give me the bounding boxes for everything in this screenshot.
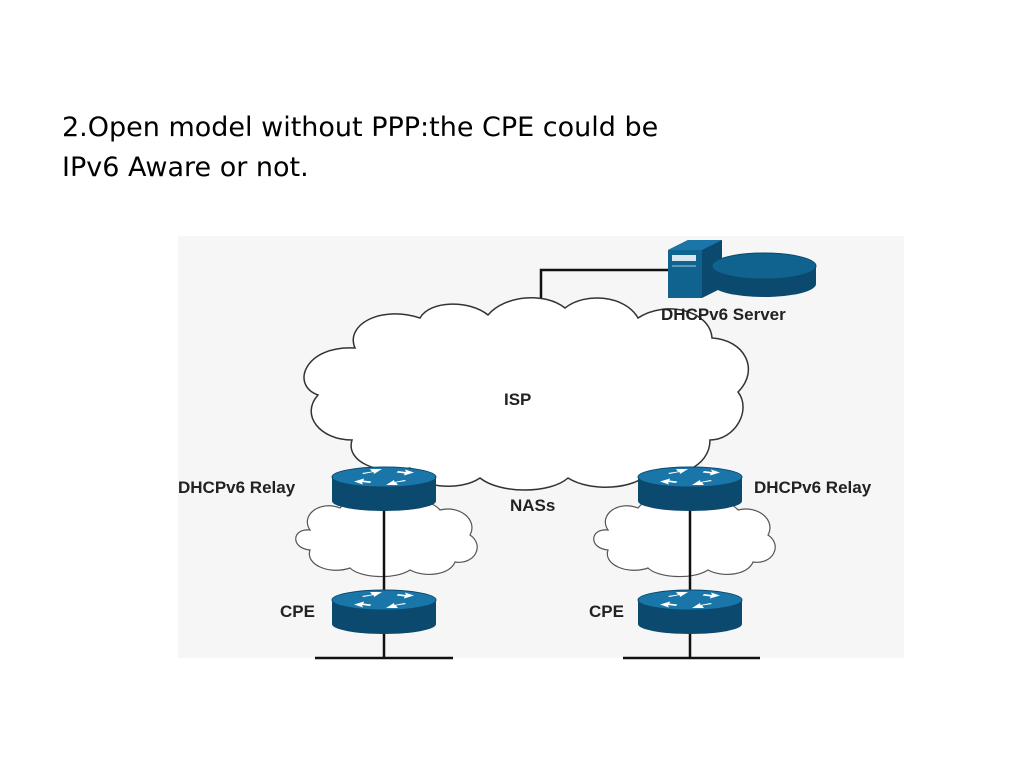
isp-cloud <box>303 297 750 491</box>
cpe-right-label: CPE <box>589 602 624 621</box>
title-line-1: 2.Open model without PPP:the CPE could b… <box>62 112 659 143</box>
relay-left-label: DHCPv6 Relay <box>178 478 296 497</box>
router-icon-cpe-right <box>637 589 743 635</box>
router-icon-cpe-left <box>331 589 437 635</box>
isp-label: ISP <box>504 390 532 409</box>
router-icon-relay-left <box>331 466 437 512</box>
server-label: DHCPv6 Server <box>661 305 786 324</box>
nas-label: NASs <box>510 496 556 515</box>
cpe-left-label: CPE <box>280 602 315 621</box>
server-icon <box>668 240 722 298</box>
router-icon-relay-right <box>637 466 743 512</box>
title-line-2: IPv6 Aware or not. <box>62 152 309 183</box>
slide-title: 2.Open model without PPP:the CPE could b… <box>62 108 762 188</box>
relay-right-label: DHCPv6 Relay <box>754 478 872 497</box>
storage-icon <box>711 252 817 297</box>
